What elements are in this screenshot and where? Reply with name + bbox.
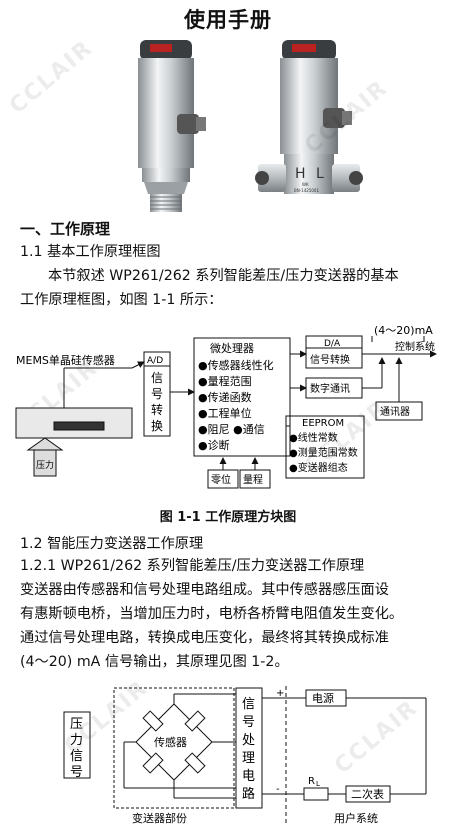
right-device-letter-h: H [295, 166, 306, 182]
processing-char: 理 [242, 751, 255, 766]
right-device-engraving-2: BN-1425001 [294, 188, 319, 193]
left-transmitter-photo [138, 40, 206, 212]
mcu-item: ●传递函数 [198, 390, 252, 404]
processing-char: 路 [242, 786, 255, 802]
mcu-item: ●传感器线性化 [198, 358, 274, 372]
digital-comm-label: 数字通讯 [310, 382, 350, 395]
eeprom-box [285, 415, 365, 479]
signal-processing-box [235, 687, 263, 809]
subsection-title: 1.1 基本工作原理框图 [20, 244, 161, 260]
da-label: 信号转换 [310, 353, 350, 366]
minus-sign: - [276, 784, 280, 795]
paragraph-line: 有惠斯顿电桥，当增加压力时，电桥各桥臂电阻值发生变化。 [20, 606, 404, 622]
pressure-signal-char: 号 [70, 765, 83, 780]
zero-button-label: 零位 [211, 473, 231, 486]
pressure-signal-char: 力 [70, 733, 83, 748]
ad-label: 换 [151, 419, 163, 433]
pressure-signal-char: 压 [70, 717, 83, 732]
ad-label: 号 [151, 387, 163, 401]
transmitter-part-label: 变送器部份 [132, 811, 187, 825]
eeprom-title: EEPROM [302, 418, 344, 429]
eeprom-item: ●测量范围常数 [289, 446, 358, 459]
rl-label: R [308, 776, 315, 787]
section-heading: 一、工作原理 [20, 220, 111, 238]
right-device-engraving-1: WK [302, 182, 309, 187]
right-device-letter-l: L [316, 166, 324, 182]
ad-label: 转 [151, 402, 163, 417]
block-diagram: MEMS单晶硅传感器 压力 A/D 信 号 转 换 微处理器 ●传感器线性化 ●… [15, 324, 437, 489]
mcu-item: ●工程单位 [198, 406, 252, 420]
mcu-title: 微处理器 [210, 341, 254, 355]
product-photos: H L WK BN-1425001 [138, 40, 363, 212]
eeprom-item: ●变送器组态 [289, 461, 348, 474]
figure-caption: 图 1-1 工作原理方块图 [159, 510, 297, 525]
control-system-label: 控制系统 [395, 340, 435, 353]
pressure-signal-box [63, 711, 91, 779]
bridge-sensor-label: 传感器 [154, 736, 187, 749]
subsection-title: 1.2 智能压力变送器工作原理 [20, 536, 204, 552]
microprocessor-box [193, 337, 291, 457]
ad-label: A/D [147, 356, 163, 366]
pressure-label: 压力 [36, 459, 54, 471]
span-button-label: 量程 [243, 474, 263, 486]
circuit-diagram: 压 力 信 号 传感器 信 号 处 理 电 路 + - 电源 R L 二次表 变… [63, 686, 427, 826]
load-resistor [303, 787, 329, 801]
mcu-item: ●诊断 [198, 438, 230, 452]
subsection-title: 1.2.1 WP261/262 系列智能差压/压力变送器工作原理 [20, 558, 365, 574]
pressure-signal-char: 信 [70, 749, 83, 764]
da-label: D/A [324, 339, 341, 349]
paragraph-line: 变送器由传感器和信号处理电路组成。其中传感器感压面设 [20, 582, 389, 598]
eeprom-item: ●线性常数 [289, 431, 338, 444]
sensor-chip [53, 421, 105, 431]
processing-char: 处 [242, 733, 255, 748]
ad-label: 信 [151, 371, 163, 385]
processing-char: 信 [242, 697, 255, 712]
mcu-item: ●阻尼 ●通信 [198, 423, 265, 436]
paragraph-line: 本节叙述 WP261/262 系列智能差压/压力变送器的基本 [48, 268, 399, 284]
paragraph-line: 通过信号处理电路，转换成电压变化，最终将其转换成标准 [20, 630, 389, 646]
power-label: 电源 [312, 691, 334, 705]
mcu-item: ●量程范围 [198, 374, 252, 388]
rl-subscript: L [316, 780, 320, 788]
plus-sign: + [276, 688, 284, 699]
user-system-label: 用户系统 [334, 811, 378, 825]
paragraph-line: (4～20) mA 信号输出，其原理见图 1-2。 [20, 654, 289, 670]
communicator-label: 通讯器 [380, 406, 410, 418]
ad-converter-box [143, 351, 171, 437]
secondary-meter-label: 二次表 [351, 787, 384, 801]
transmitter-part-frame [113, 687, 235, 809]
sensor-label: MEMS单晶硅传感器 [16, 354, 115, 367]
da-converter-box [305, 335, 363, 369]
paragraph-line: 工作原理框图，如图 1-1 所示： [20, 292, 223, 308]
processing-char: 号 [242, 715, 255, 730]
right-transmitter-photo [255, 40, 363, 194]
processing-char: 电 [242, 769, 255, 784]
page-title: 使用手册 [184, 8, 272, 32]
output-label: (4～20)mA [374, 324, 433, 337]
